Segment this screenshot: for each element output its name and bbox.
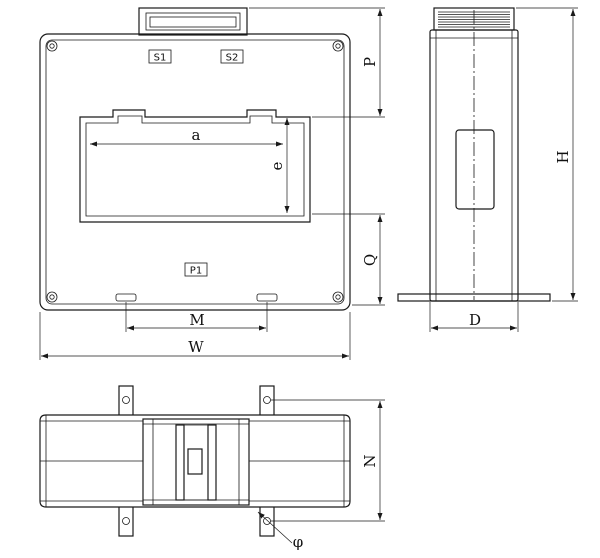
p1-box bbox=[184, 262, 208, 277]
bottom-clamp-left bbox=[175, 424, 185, 501]
top-terminal-inner bbox=[145, 12, 241, 31]
top-terminal-slot bbox=[149, 16, 237, 28]
s2-label: S2 bbox=[226, 53, 239, 64]
p1-label: P1 bbox=[190, 266, 202, 277]
corner-screw-top-left bbox=[46, 40, 58, 52]
s1-label: S1 bbox=[154, 53, 167, 64]
s2-box bbox=[220, 49, 244, 64]
dim-d-label: D bbox=[469, 311, 481, 329]
front-body-inner bbox=[45, 39, 345, 305]
foot-bottom-left bbox=[118, 505, 134, 537]
corner-screw-bottom-right bbox=[332, 291, 344, 303]
front-body-outer bbox=[39, 33, 351, 311]
mount-slot-right bbox=[256, 293, 278, 302]
dim-e-label: e bbox=[268, 161, 286, 170]
side-mounting-foot bbox=[397, 293, 551, 302]
dim-m-label: M bbox=[189, 311, 204, 329]
side-nameplate bbox=[455, 129, 495, 210]
dim-w-label: W bbox=[188, 338, 204, 356]
dim-a-label: a bbox=[192, 126, 201, 144]
dim-p-label: P bbox=[361, 57, 379, 67]
corner-screw-top-right bbox=[332, 40, 344, 52]
foot-top-left bbox=[118, 385, 134, 417]
bottom-view: N φ bbox=[39, 385, 385, 551]
window-outer bbox=[79, 109, 311, 223]
bottom-clamp-right bbox=[207, 424, 217, 501]
front-view: S1 S2 a e P1 M W P bbox=[39, 7, 385, 360]
dim-h-label: H bbox=[554, 150, 572, 163]
dim-q-label: Q bbox=[361, 254, 379, 266]
s1-box bbox=[148, 49, 172, 64]
window-inner bbox=[85, 115, 305, 217]
dim-phi-leader bbox=[257, 511, 293, 544]
bottom-terminal-block bbox=[142, 418, 250, 506]
side-view: D H bbox=[397, 7, 578, 332]
foot-top-right bbox=[259, 385, 275, 417]
dim-phi-label: φ bbox=[293, 533, 304, 551]
corner-screw-bottom-left bbox=[46, 291, 58, 303]
top-terminal-block bbox=[138, 7, 248, 36]
mount-slot-left bbox=[115, 293, 137, 302]
dim-n-label: N bbox=[361, 454, 379, 467]
bottom-center-nut bbox=[187, 448, 203, 475]
